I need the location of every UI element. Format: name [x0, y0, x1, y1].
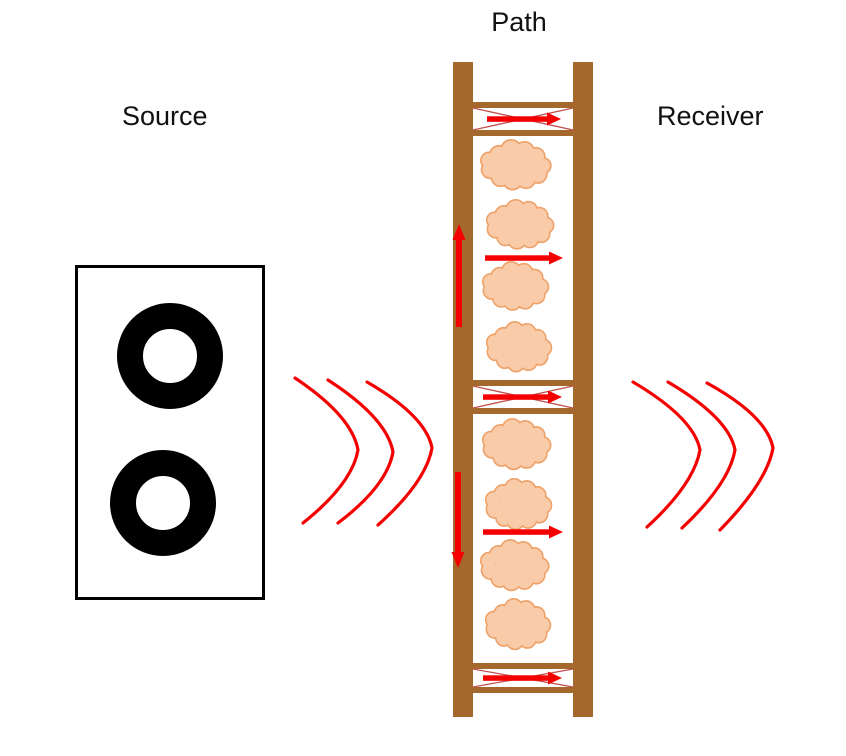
sound-path-arrow-top-brace — [487, 112, 561, 126]
sound-path-arrow-bottom-brace — [483, 671, 562, 685]
insulation-cloud-icon — [486, 600, 549, 649]
insulation-cloud-icon — [487, 323, 550, 371]
brace-bar — [473, 130, 573, 136]
sound-wave-icon-right — [631, 380, 775, 532]
sound-wave-icon-left — [293, 376, 434, 527]
brace-bar — [473, 102, 573, 108]
sound-path-arrow-lower-cavity — [483, 525, 563, 539]
insulation-cloud-icon — [482, 541, 548, 590]
brace-bar — [473, 408, 573, 414]
insulation-cloud-icon — [487, 480, 551, 529]
wall-stud-right — [573, 62, 593, 717]
flanking-arrow-up — [452, 224, 466, 327]
wall-stud-left — [453, 62, 473, 717]
insulation-cloud-icon — [484, 420, 550, 469]
brace-bar — [473, 380, 573, 386]
flanking-arrow-down — [451, 472, 465, 568]
sound-path-arrow-upper-cavity — [485, 251, 563, 265]
receiver-label: Receiver — [657, 101, 764, 131]
insulation-cloud-icon — [482, 141, 550, 189]
path-label: Path — [491, 7, 547, 37]
sound-path-arrow-middle-brace — [483, 390, 562, 404]
insulation-cloud-icon — [484, 263, 548, 310]
source-label: Source — [122, 101, 208, 131]
speaker-icon — [75, 265, 265, 600]
insulation-cloud-icon — [488, 201, 553, 248]
brace-bar — [473, 663, 573, 669]
brace-bar — [473, 687, 573, 693]
